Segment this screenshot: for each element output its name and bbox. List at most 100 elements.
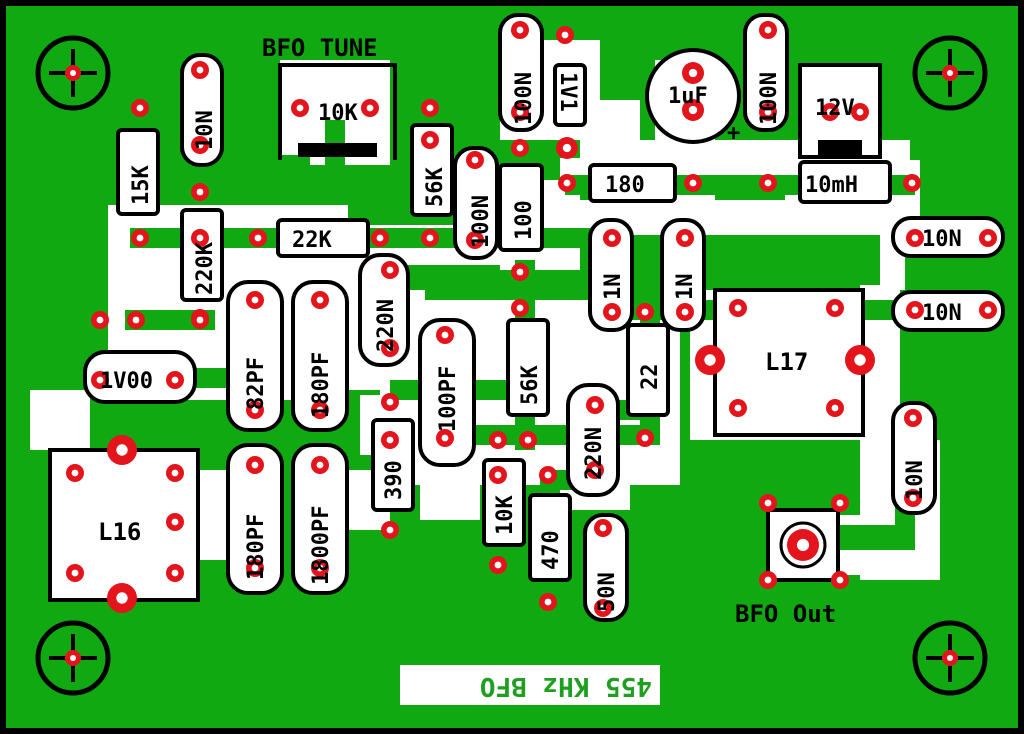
pad-hole bbox=[254, 234, 262, 242]
pad-hole bbox=[386, 398, 394, 406]
pad-hole bbox=[171, 569, 179, 577]
r22k-label: 22K bbox=[292, 228, 332, 253]
pad-hole bbox=[911, 234, 919, 242]
mounting-hole-bl-icon bbox=[35, 620, 111, 696]
pad-hole bbox=[316, 564, 324, 572]
r180-label: 180 bbox=[605, 173, 645, 198]
pad-hole bbox=[681, 308, 689, 316]
pad-hole bbox=[689, 179, 697, 187]
pad-hole bbox=[641, 308, 649, 316]
pad-hole bbox=[171, 469, 179, 477]
mounting-hole-tr-icon bbox=[912, 35, 988, 111]
electrolytic-label: 1uF bbox=[668, 84, 708, 109]
pad-hole bbox=[516, 108, 524, 116]
pad-hole bbox=[516, 268, 524, 276]
pad-hole bbox=[426, 136, 434, 144]
c1800pf-label: 1800PF bbox=[309, 506, 334, 585]
pad-hole bbox=[764, 179, 772, 187]
pad-hole bbox=[909, 414, 917, 422]
pad-hole bbox=[494, 471, 502, 479]
regulator-label: 12V bbox=[815, 96, 855, 121]
pad-hole bbox=[764, 26, 772, 34]
pad-hole bbox=[196, 141, 204, 149]
component-outlines bbox=[48, 13, 1005, 622]
pad-hole bbox=[196, 66, 204, 74]
pad-hole bbox=[196, 234, 204, 242]
pad-hole bbox=[71, 569, 79, 577]
l16-label: L16 bbox=[98, 518, 141, 546]
c220n-b-label: 220N bbox=[582, 427, 607, 480]
xtal-label: 1V00 bbox=[100, 369, 153, 394]
c180pf-bot-label: 180PF bbox=[244, 514, 269, 580]
mounting-holes bbox=[35, 35, 988, 696]
c1n-b-label: 1N bbox=[673, 274, 698, 301]
r56k-mid-label: 56K bbox=[518, 365, 543, 405]
c10n-r2-label: 10N bbox=[922, 301, 962, 326]
pad-hole bbox=[296, 104, 304, 112]
pad-hole bbox=[136, 104, 144, 112]
pad-hole bbox=[386, 266, 394, 274]
pad-hole bbox=[561, 31, 569, 39]
pad-hole bbox=[316, 461, 324, 469]
ind10mh-label: 10mH bbox=[805, 173, 858, 198]
component-labels: 10K 15K 10N 220K 22K 56K 100N 100 100N 1… bbox=[98, 34, 962, 701]
pad-hole bbox=[251, 461, 259, 469]
pad-hole bbox=[251, 406, 259, 414]
pad-hole bbox=[854, 354, 866, 366]
pad-hole bbox=[831, 304, 839, 312]
pad-hole bbox=[494, 561, 502, 569]
pad-hole bbox=[251, 296, 259, 304]
pad-hole bbox=[71, 469, 79, 477]
pad-hole bbox=[386, 436, 394, 444]
varicap-label: 1V1 bbox=[555, 72, 580, 112]
pad-hole bbox=[908, 179, 916, 187]
pad-hole bbox=[136, 234, 144, 242]
pad-hole bbox=[441, 434, 449, 442]
pad-hole bbox=[688, 105, 698, 115]
pad-hole bbox=[171, 518, 179, 526]
r22-label: 22 bbox=[638, 364, 663, 391]
pad-hole bbox=[196, 188, 204, 196]
pads bbox=[66, 21, 997, 617]
pad-hole bbox=[764, 108, 772, 116]
pad-hole bbox=[563, 179, 571, 187]
pad-hole bbox=[831, 404, 839, 412]
pad-hole bbox=[494, 436, 502, 444]
pad-hole bbox=[681, 234, 689, 242]
pad-hole bbox=[764, 576, 772, 584]
pad-hole bbox=[826, 108, 834, 116]
pad-hole bbox=[96, 376, 104, 384]
r470-label: 470 bbox=[539, 530, 564, 570]
pot-label: 10K bbox=[318, 101, 358, 126]
pad-hole bbox=[426, 104, 434, 112]
mounting-hole-br-icon bbox=[912, 620, 988, 696]
pad-hole bbox=[516, 26, 524, 34]
r100-label: 100 bbox=[512, 200, 537, 240]
pad-hole bbox=[471, 156, 479, 164]
pad-hole bbox=[116, 444, 128, 456]
jack-ring bbox=[779, 521, 827, 569]
pad-hole bbox=[516, 144, 524, 152]
pad-hole bbox=[171, 376, 179, 384]
c100n-top-label: 100N bbox=[512, 72, 537, 125]
pad-hole bbox=[856, 108, 864, 116]
pad-hole bbox=[544, 598, 552, 606]
pad-hole bbox=[734, 404, 742, 412]
board-label: 455 KHz BFO bbox=[480, 671, 652, 701]
c100pf-label: 100PF bbox=[436, 366, 461, 432]
c220n-a-label: 220N bbox=[374, 299, 399, 352]
r10k-label: 10K bbox=[493, 495, 518, 535]
pad-hole bbox=[599, 604, 607, 612]
c100n-a-label: 100N bbox=[469, 195, 494, 248]
pad-hole bbox=[836, 576, 844, 584]
pad-hole bbox=[196, 316, 204, 324]
pad-hole bbox=[608, 308, 616, 316]
pad-hole bbox=[116, 592, 128, 604]
c50n-label: 50N bbox=[595, 572, 620, 612]
pad-hole bbox=[366, 104, 374, 112]
pad-hole bbox=[96, 316, 104, 324]
pad-hole bbox=[426, 234, 434, 242]
pad-hole bbox=[836, 499, 844, 507]
pad-hole bbox=[591, 466, 599, 474]
